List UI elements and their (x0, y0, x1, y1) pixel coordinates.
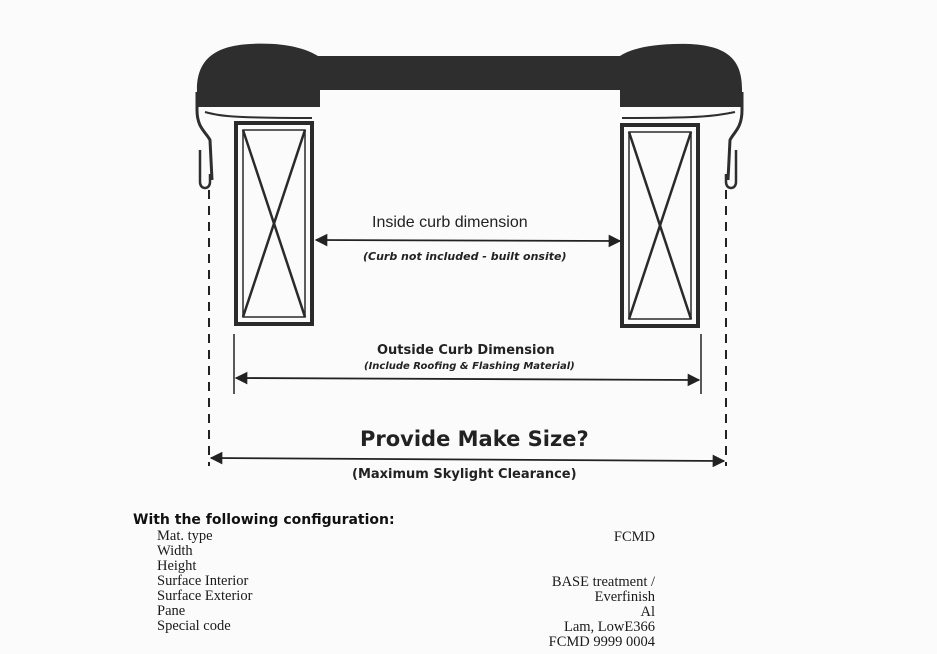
config-value-surface-interior: BASE treatment / (551, 574, 655, 590)
inside-curb-note: (Curb not included - built onsite) (363, 250, 567, 263)
config-label-surface-interior: Surface Interior (157, 573, 249, 589)
config-label-mat-type: Mat. type (157, 528, 213, 544)
config-label-width: Width (157, 543, 193, 559)
configuration-labels: Mat. type Width Height Surface Interior … (157, 529, 252, 634)
config-value-surface-exterior: Everfinish (594, 589, 655, 605)
config-label-height: Height (157, 558, 197, 574)
config-value-pane: Al (640, 604, 656, 620)
config-value-mat-type: FCMD (613, 529, 655, 545)
config-label-special-code: Special code (157, 618, 231, 634)
config-value-lam: Lam, LowE366 (563, 619, 655, 635)
outside-curb-note: (Include Roofing & Flashing Material) (364, 361, 575, 372)
right-curb (620, 123, 700, 328)
outside-curb-label: Outside Curb Dimension (377, 343, 555, 358)
config-value-special-code: FCMD 9999 0004 (548, 634, 655, 650)
inside-curb-label: Inside curb dimension (372, 214, 528, 231)
outside-curb-arrow (234, 371, 701, 387)
config-label-pane: Pane (157, 603, 186, 619)
config-value-height (420, 560, 655, 575)
configuration-heading: With the following configuration: (133, 512, 395, 528)
inside-curb-arrow (314, 233, 622, 248)
make-size-label: Provide Make Size? (360, 427, 589, 451)
make-size-arrow (209, 451, 726, 468)
configuration-values: FCMD BASE treatment / Everfinish Al Lam,… (420, 530, 655, 650)
left-curb (234, 121, 314, 326)
config-label-surface-exterior: Surface Exterior (157, 588, 253, 604)
skylight-frame (195, 43, 744, 190)
make-size-note: (Maximum Skylight Clearance) (352, 467, 577, 482)
skylight-curb-diagram (195, 43, 744, 468)
config-value-width (420, 545, 655, 560)
